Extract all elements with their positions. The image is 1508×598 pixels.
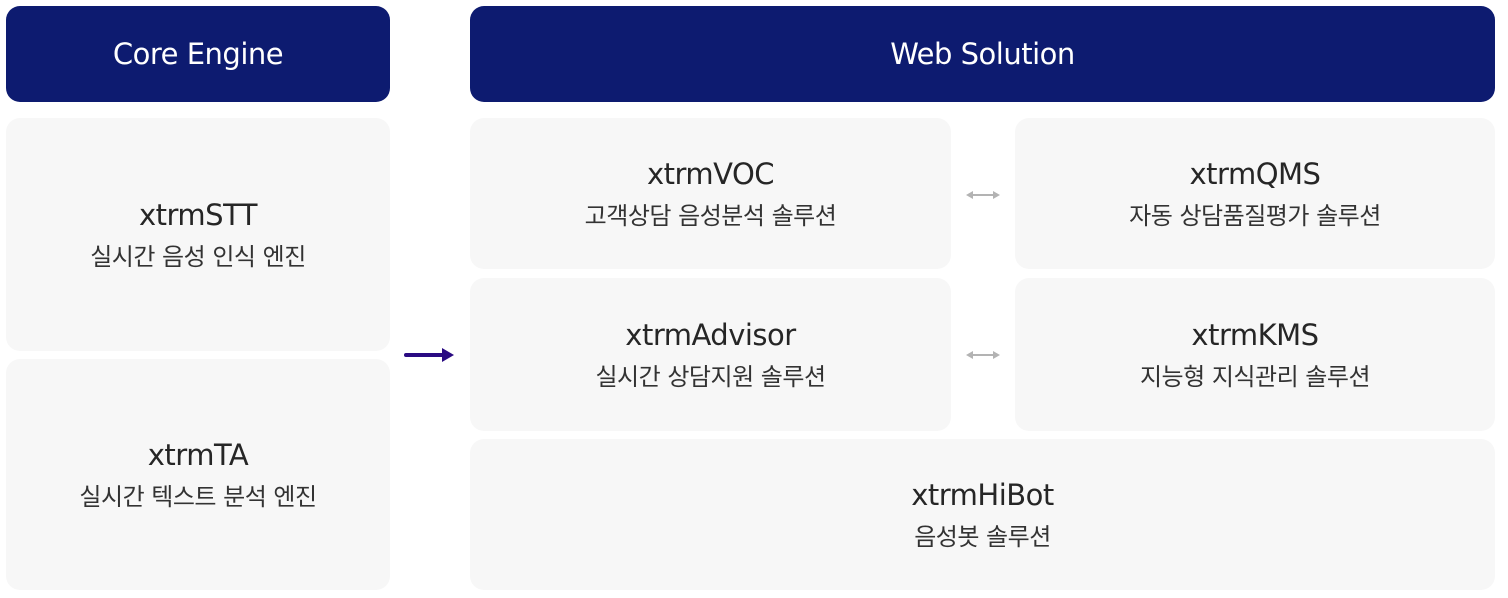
bidirectional-arrow-icon <box>966 351 1000 359</box>
bidirectional-arrow-icon <box>966 191 1000 199</box>
card-description: 실시간 상담지원 솔루션 <box>595 362 826 391</box>
card-title: xtrmSTT <box>138 197 258 232</box>
card-description: 실시간 음성 인식 엔진 <box>90 242 306 271</box>
card-title: xtrmQMS <box>1189 156 1321 191</box>
card-xtrmqms: xtrmQMS 자동 상담품질평가 솔루션 <box>1015 118 1495 269</box>
card-title: xtrmHiBot <box>911 477 1054 512</box>
core-engine-header: Core Engine <box>6 6 390 102</box>
card-xtrmadvisor: xtrmAdvisor 실시간 상담지원 솔루션 <box>470 278 951 431</box>
core-engine-header-label: Core Engine <box>112 37 284 71</box>
card-title: xtrmAdvisor <box>625 317 796 352</box>
card-title: xtrmTA <box>147 437 249 472</box>
right-arrow-icon <box>404 348 454 362</box>
web-solution-header-label: Web Solution <box>890 37 1075 71</box>
web-solution-header: Web Solution <box>470 6 1495 102</box>
card-xtrmvoc: xtrmVOC 고객상담 음성분석 솔루션 <box>470 118 951 269</box>
card-description: 자동 상담품질평가 솔루션 <box>1129 201 1381 230</box>
card-xtrmstt: xtrmSTT 실시간 음성 인식 엔진 <box>6 118 390 351</box>
card-xtrmkms: xtrmKMS 지능형 지식관리 솔루션 <box>1015 278 1495 431</box>
card-description: 실시간 텍스트 분석 엔진 <box>79 482 317 511</box>
card-description: 지능형 지식관리 솔루션 <box>1139 362 1371 391</box>
card-xtrmta: xtrmTA 실시간 텍스트 분석 엔진 <box>6 359 390 590</box>
card-title: xtrmVOC <box>646 156 775 191</box>
card-title: xtrmKMS <box>1191 317 1319 352</box>
card-xtrmhibot: xtrmHiBot 음성봇 솔루션 <box>470 439 1495 590</box>
card-description: 음성봇 솔루션 <box>914 522 1051 551</box>
card-description: 고객상담 음성분석 솔루션 <box>584 201 837 230</box>
